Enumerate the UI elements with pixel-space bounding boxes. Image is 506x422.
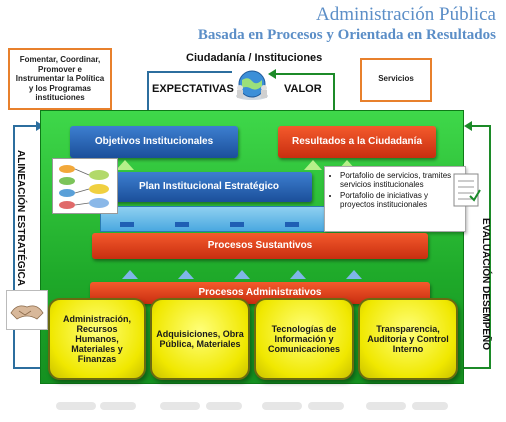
arrow-up-8: [346, 270, 362, 279]
valor-label: VALOR: [284, 83, 322, 95]
evaluacion-desempeno-label: EVALUACIÓN DESEMPEÑO: [480, 218, 491, 351]
reflection-3: [160, 402, 200, 410]
arrow-up-1: [116, 160, 134, 170]
pillar-transparencia: Transparencia, Auditoria y Control Inter…: [358, 298, 458, 380]
arrow-up-3: [338, 160, 356, 170]
pillar-tecnologias: Tecnologías de Información y Comunicacio…: [254, 298, 354, 380]
pillar-adquisiciones: Adquisiciones, Obra Pública, Materiales: [150, 298, 250, 380]
resultados-ciudadania-box: Resultados a la Ciudadanía: [278, 126, 436, 158]
globe-people-icon: [236, 70, 268, 100]
reflection-2: [100, 402, 136, 410]
reflection-1: [56, 402, 96, 410]
portfolio-list: Portafolio de servicios, tramites y serv…: [324, 166, 466, 232]
reflection-5: [262, 402, 302, 410]
pillar-administracion: Administración, Recursos Humanos, Materi…: [48, 298, 146, 380]
arrow-up-7: [290, 270, 306, 279]
arrow-up-5: [178, 270, 194, 279]
handshake-icon: [6, 290, 48, 330]
arrow-up-2: [304, 160, 322, 170]
expectativas-label: EXPECTATIVAS: [152, 83, 234, 95]
pillar-label: Administración, Recursos Humanos, Materi…: [62, 314, 131, 364]
reflection-7: [366, 402, 406, 410]
arrow-up-4: [122, 270, 138, 279]
checklist-icon: [453, 173, 481, 207]
connector-bar-4: [285, 222, 299, 227]
connector-bar-2: [175, 222, 189, 227]
pillar-label: Transparencia, Auditoria y Control Inter…: [367, 324, 449, 354]
pillar-label: Tecnologías de Información y Comunicacio…: [267, 324, 341, 354]
page-subtitle: Basada en Procesos y Orientada en Result…: [197, 27, 496, 43]
reflection-8: [412, 402, 448, 410]
portfolio-item: Portafolio de servicios, tramites y serv…: [340, 171, 462, 189]
callout-fomentar: Fomentar, Coordinar, Promover e Instrume…: [8, 48, 112, 110]
callout-servicios: Servicios: [360, 58, 432, 102]
connector-bar-3: [230, 222, 244, 227]
page-title: Administración Pública: [316, 4, 496, 25]
reflection-4: [206, 402, 242, 410]
ciudadania-label: Ciudadanía / Instituciones: [186, 52, 323, 64]
pillar-label: Adquisiciones, Obra Pública, Materiales: [156, 329, 244, 349]
process-diagram-icon: [52, 158, 118, 214]
reflection-6: [308, 402, 344, 410]
plan-institucional-box: Plan Institucional Estratégico: [106, 172, 312, 202]
procesos-sustantivos-box: Procesos Sustantivos: [92, 233, 428, 259]
arrow-up-6: [234, 270, 250, 279]
connector-bar-1: [120, 222, 134, 227]
objetivos-institucionales-box: Objetivos Institucionales: [70, 126, 238, 158]
portfolio-item: Portafolio de iniciativas y proyectos in…: [340, 191, 462, 209]
alineacion-estrategica-label: ALINEACIÓN ESTRATÉGICA: [15, 150, 26, 286]
